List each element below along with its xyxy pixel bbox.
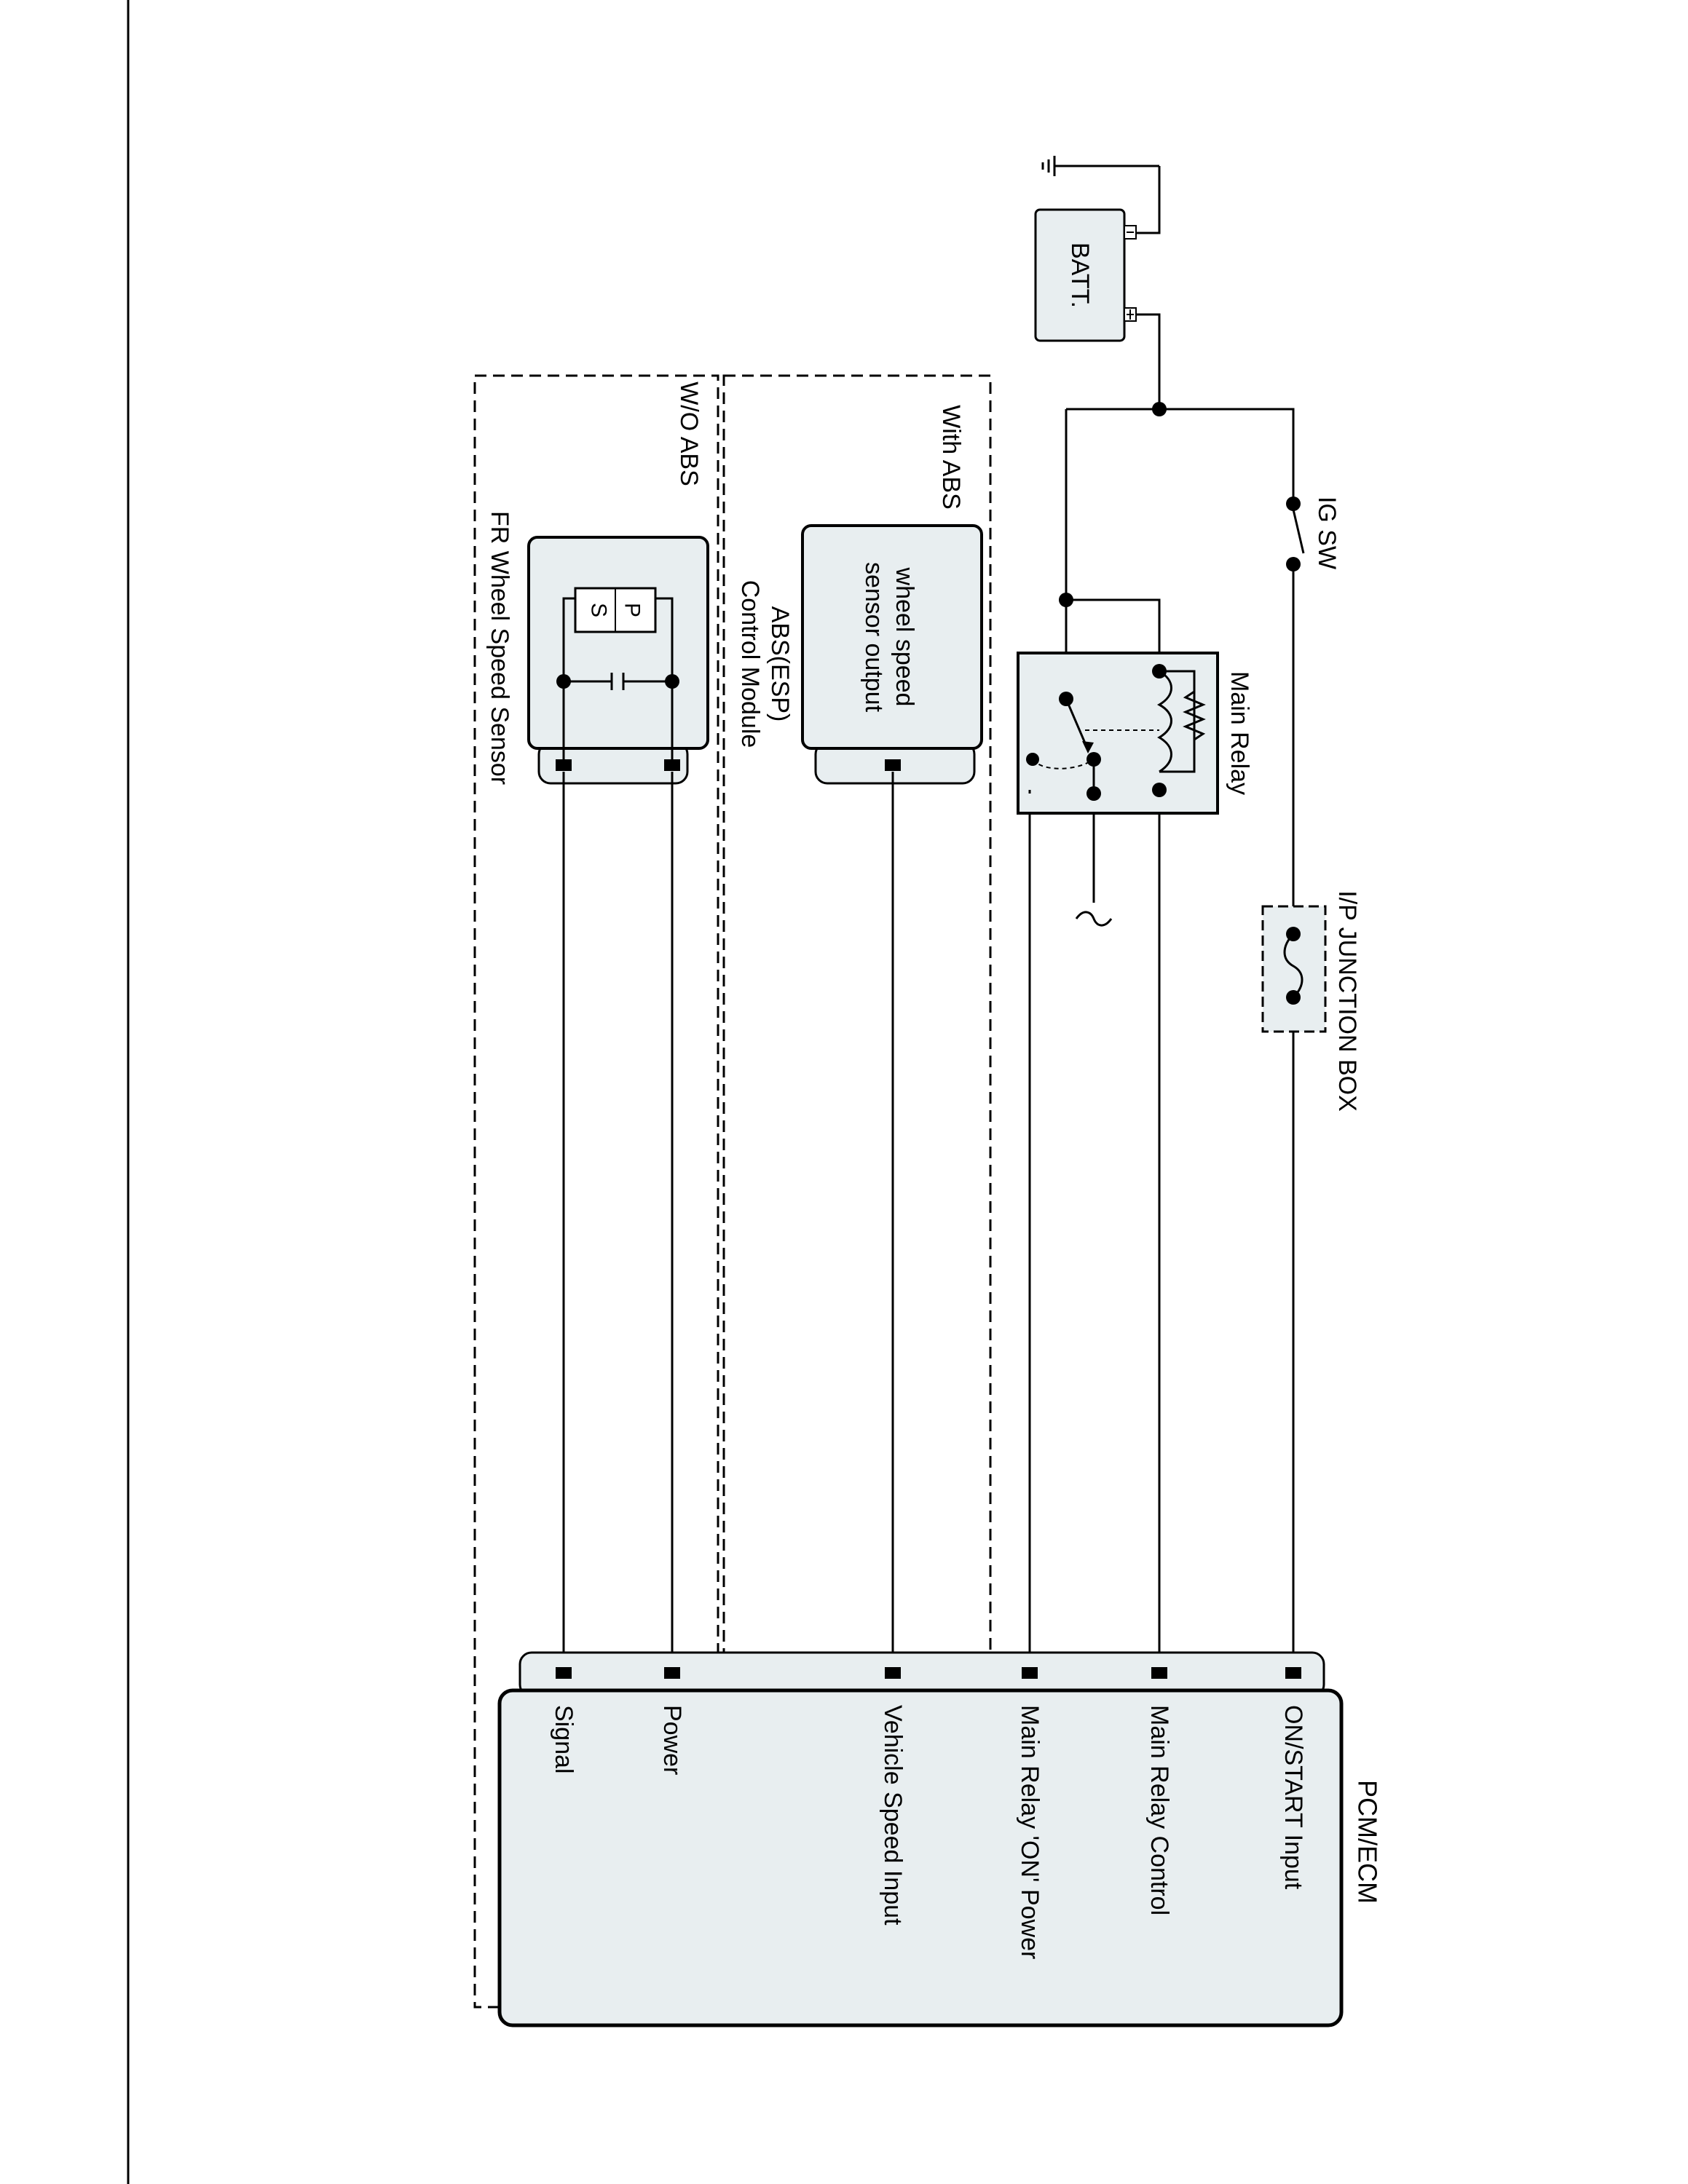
pcm-title: PCM/ECM bbox=[1353, 1780, 1383, 1904]
pcm-pin-label-main-relay-control: Main Relay Control bbox=[1145, 1705, 1173, 1915]
fr-wheel-speed-sensor: P S bbox=[527, 536, 709, 785]
main-relay: Main Relay bbox=[1017, 652, 1253, 815]
pcm-pin-vehicle-speed bbox=[885, 1667, 901, 1679]
junction-dots bbox=[1059, 402, 1167, 607]
with-abs-label: With ABS bbox=[937, 405, 965, 510]
pcm-pin-main-relay-on-power bbox=[1022, 1667, 1038, 1679]
power-wires bbox=[1028, 313, 1295, 1673]
abs-control-module: wheel speed sensor output bbox=[801, 524, 983, 785]
relay-output-squiggle bbox=[1075, 911, 1113, 927]
ps-symbol-p: P bbox=[620, 603, 644, 617]
pcm-pin-on-start bbox=[1285, 1667, 1301, 1679]
without-abs-label: W/O ABS bbox=[675, 381, 703, 486]
junction-box-label: I/P JUNCTION BOX bbox=[1333, 890, 1361, 1112]
abs-output-line2: sensor output bbox=[860, 562, 888, 713]
pcm-pin-label-power: Power bbox=[658, 1705, 686, 1775]
without-abs-group bbox=[473, 374, 719, 2009]
pcm-pin-label-signal: Signal bbox=[550, 1705, 577, 1774]
battery-label: BATT. bbox=[1066, 242, 1094, 308]
pcm-pin-signal bbox=[556, 1667, 572, 1679]
abs-module-label-line1: ABS(ESP) bbox=[766, 606, 794, 722]
ig-sw-label: IG SW bbox=[1313, 496, 1341, 569]
battery-negative-wire bbox=[1135, 166, 1161, 234]
abs-output-pin bbox=[885, 759, 901, 771]
junction-box-fuse: I/P JUNCTION BOX bbox=[1261, 890, 1361, 1112]
abs-module-label-line2: Control Module bbox=[736, 580, 764, 748]
main-relay-label: Main Relay bbox=[1226, 671, 1253, 795]
pcm-pin-label-on-start: ON/START Input bbox=[1279, 1705, 1307, 1890]
sensor-power-pin bbox=[664, 759, 680, 771]
battery: BATT. bbox=[1034, 208, 1137, 342]
pcm-pin-label-main-relay-on-power: Main Relay 'ON' Power bbox=[1016, 1705, 1044, 1959]
ground-symbol bbox=[1041, 156, 1159, 176]
ps-symbol-s: S bbox=[587, 603, 611, 617]
wheel-speed-sensor-label: FR Wheel Speed Sensor bbox=[486, 511, 513, 785]
pcm-pin-power bbox=[664, 1667, 680, 1679]
page-border bbox=[127, 0, 130, 2184]
pcm-ecm-module: PCM/ECM ON/START Input Main Relay Contro… bbox=[497, 1651, 1383, 2027]
abs-output-line1: wheel speed bbox=[891, 567, 918, 707]
pcm-pin-main-relay-control bbox=[1151, 1667, 1167, 1679]
ignition-switch: IG SW bbox=[1286, 496, 1341, 571]
pcm-pin-label-vehicle-speed: Vehicle Speed Input bbox=[879, 1705, 907, 1926]
sensor-signal-pin bbox=[556, 759, 572, 771]
